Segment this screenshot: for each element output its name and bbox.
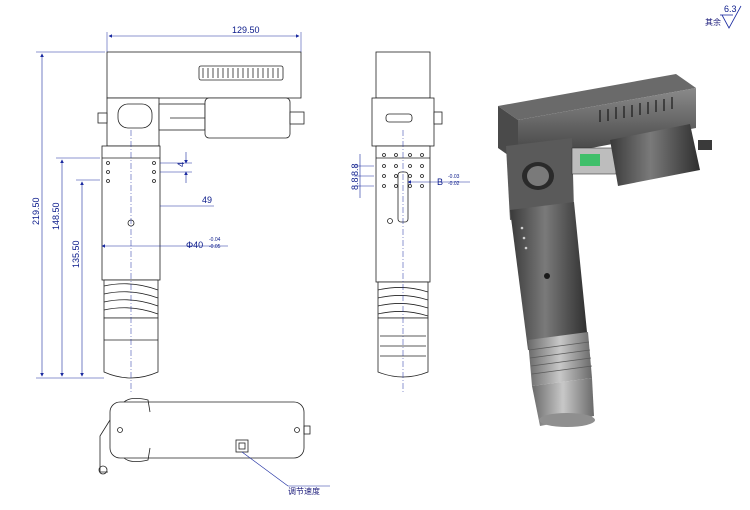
- dim-side-b-lower: -0.02: [448, 181, 460, 187]
- top-view-handle: [99, 419, 111, 473]
- dim-top-width: 129.50: [232, 25, 260, 35]
- dim-side-8-8-b: 8.8: [350, 177, 360, 190]
- dim-diameter: Φ40: [186, 240, 203, 250]
- side-slot: [385, 113, 413, 123]
- handle-window: [117, 103, 153, 129]
- roughness-symbol: 其余 6.3: [705, 4, 742, 29]
- dim-side-8-8-a: 8.8: [350, 163, 360, 176]
- roughness-value: 6.3: [724, 4, 737, 14]
- dim-side-b: B: [437, 177, 443, 187]
- side-knob: [433, 111, 443, 125]
- roughness-label: 其余: [705, 17, 721, 27]
- motor-mount: [158, 103, 206, 131]
- side-view: 8.8 8.8 B -0.03 -0.02: [350, 51, 470, 392]
- dim-height-148: 148.50: [51, 202, 61, 230]
- dim-diameter-lower: -0.05: [209, 244, 221, 250]
- dim-diameter-upper: -0.04: [209, 237, 221, 243]
- vent-slots: [198, 65, 284, 81]
- motor: [204, 97, 291, 139]
- dim-total-height: 219.50: [31, 197, 41, 225]
- motor-shaft: [289, 111, 305, 125]
- dim-side-b-upper: -0.03: [448, 174, 460, 180]
- render-motor: [610, 124, 700, 186]
- side-top: [375, 51, 431, 99]
- dim-small-4: 4: [176, 162, 186, 167]
- top-housing: [106, 51, 302, 99]
- speed-knob[interactable]: [235, 439, 249, 453]
- side-holes: [382, 153, 424, 224]
- dim-height-135: 135.50: [71, 240, 81, 268]
- render-vents: [599, 97, 673, 122]
- top-view: 调节速度: [98, 398, 330, 496]
- dim-width-49: 49: [202, 195, 212, 205]
- render-3d: [498, 74, 712, 427]
- render-top-face: [498, 74, 696, 120]
- top-view-housing: [109, 401, 305, 459]
- side-knob: [97, 112, 108, 124]
- front-view: 129.50 219.50 148.50 135.50 4 49 Φ40 -0.…: [31, 25, 305, 392]
- callout-speed: 调节速度: [288, 486, 320, 496]
